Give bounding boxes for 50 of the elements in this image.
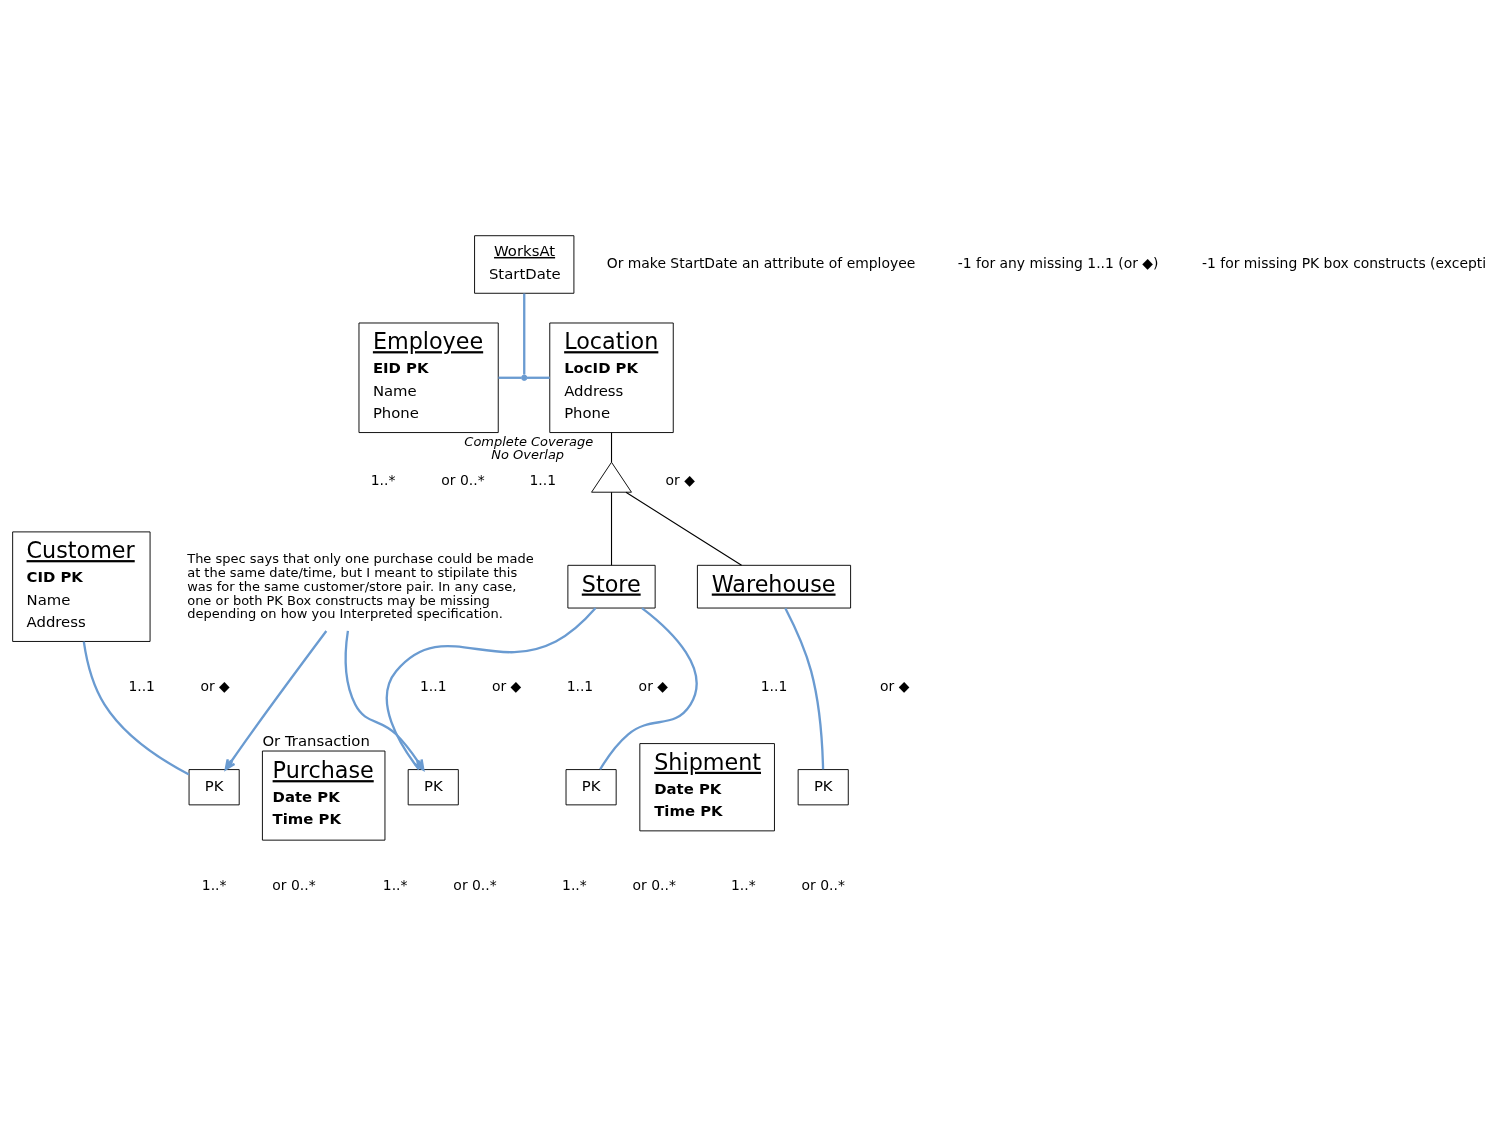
node-point bbox=[521, 374, 528, 381]
label: 1..1 bbox=[128, 678, 155, 695]
node-box: Shipment Date PK Time PK bbox=[639, 743, 775, 832]
node-label: Or Transaction bbox=[262, 732, 370, 751]
label: or ◆ bbox=[665, 472, 695, 489]
label: or ◆ bbox=[880, 678, 910, 695]
label: 1..1 bbox=[566, 678, 594, 695]
node-box: Employee EID PK Name Phone bbox=[358, 322, 499, 433]
arrow bbox=[224, 630, 328, 771]
label: or ◆ bbox=[491, 678, 522, 695]
node-box: PK bbox=[565, 769, 617, 806]
label: 1..1 bbox=[529, 472, 557, 489]
label: 1..* bbox=[731, 876, 756, 893]
node-box: PK bbox=[188, 769, 240, 806]
node-label: Complete Coverage bbox=[464, 433, 594, 449]
node-box: PK bbox=[797, 769, 849, 806]
label: 1..* bbox=[382, 876, 408, 893]
label: -1 for missing PK box constructs (excepti bbox=[1201, 254, 1487, 271]
label: or ◆ bbox=[638, 678, 668, 695]
connector bbox=[526, 376, 550, 379]
node-text: The spec says that only one purchase could be made at the same date/time, but I meant to stipilate this was for the same customer/store pair. In any case, one or both PK Box constructs may be missing depending on how you Interpreted specification. bbox=[187, 550, 534, 622]
label: or 0..* bbox=[272, 876, 316, 893]
label: or 0..* bbox=[632, 876, 676, 893]
connector bbox=[498, 376, 522, 379]
node-box: Purchase Date PK Time PK bbox=[261, 750, 386, 841]
connector bbox=[784, 607, 825, 770]
label: 1..1 bbox=[419, 678, 447, 695]
label: 1..* bbox=[201, 876, 227, 893]
connector bbox=[610, 491, 613, 566]
label: 1..1 bbox=[760, 678, 788, 695]
label: or 0..* bbox=[441, 472, 485, 489]
label: or 0..* bbox=[801, 876, 845, 893]
connector bbox=[625, 491, 743, 566]
label: or 0..* bbox=[453, 876, 497, 893]
node-box: Store bbox=[567, 564, 656, 609]
node-box: Customer CID PK Name Address bbox=[12, 531, 151, 642]
label: 1..* bbox=[562, 876, 587, 893]
connector bbox=[599, 607, 698, 770]
node-box: Location LocID PK Address Phone bbox=[549, 322, 674, 433]
connector bbox=[610, 432, 613, 463]
node-triangle bbox=[591, 461, 632, 493]
connector bbox=[82, 641, 190, 776]
label: Or make StartDate an attribute of employee bbox=[606, 254, 916, 271]
node-box: WorksAt StartDate bbox=[474, 235, 575, 294]
node-box: PK bbox=[407, 769, 459, 806]
label: 1..* bbox=[370, 472, 396, 489]
label: or ◆ bbox=[200, 678, 230, 695]
node-box: Warehouse bbox=[696, 564, 852, 609]
label: -1 for any missing 1..1 (or ◆) bbox=[957, 254, 1159, 271]
connector bbox=[523, 293, 526, 375]
